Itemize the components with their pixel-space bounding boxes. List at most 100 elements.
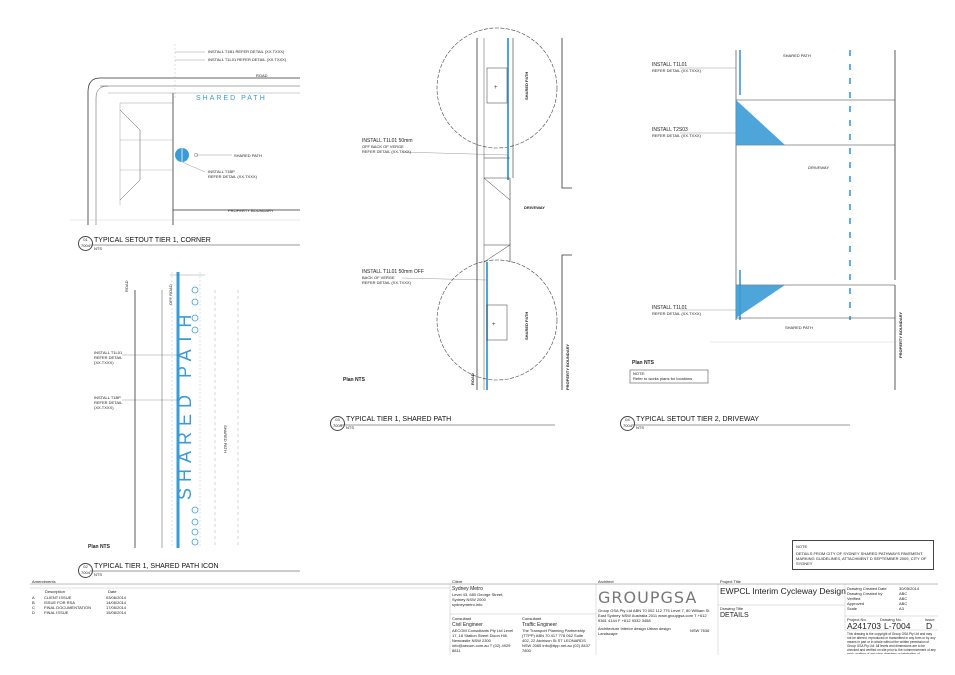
d1-shared-path-text: SHARED PATH <box>196 95 267 102</box>
meta-key: Drawing Created Date <box>847 586 887 591</box>
meta-row: Verified ABC <box>847 596 937 601</box>
meta-value: A3 <box>899 606 904 611</box>
architect-small: Architecture Interior design Urban desig… <box>598 626 671 636</box>
table-row: D FINAL ISSUE 15/08/2014 <box>32 610 152 615</box>
d3-driveway: DRIVEWAY <box>524 205 545 210</box>
d4-detail-bubble: 04 7004 <box>620 416 635 431</box>
meta-key: Verified <box>847 596 861 601</box>
project-title-heading: Project Title <box>720 579 741 584</box>
meta-value: ABC <box>899 596 908 601</box>
d1-detail-bubble: 01 7004 <box>78 236 93 251</box>
meta-row: Scale A3 <box>847 606 937 611</box>
meta-value: 30/05/2014 <box>899 586 920 591</box>
amend-rev: D <box>32 610 35 615</box>
d4-install-a: INSTALL T1L01 <box>652 62 688 68</box>
d1-label-property: PROPERTY BOUNDARY <box>228 208 274 213</box>
d2-scale: NTS <box>94 572 102 577</box>
d4-refer-c: REFER DETAIL (XX.TXXX) <box>652 311 701 316</box>
architect-text: Group GSA Pty Ltd ABN 70 002 112 775 Lev… <box>598 608 710 623</box>
svg-text:+: + <box>492 322 496 328</box>
d3-detail-bubble: 03 7004 <box>330 416 345 431</box>
d2-sheet: 7004 <box>81 570 90 575</box>
d4-refer-b: REFER DETAIL (XX.TXXX) <box>652 133 701 138</box>
d3-install-bot: INSTALL T1L01 50mm OFF <box>362 269 424 275</box>
note-heading: NOTE <box>796 544 808 549</box>
d4-shared-path-bot: SHARED PATH <box>785 325 813 330</box>
nominated-architect: NSW 7636 <box>690 628 710 633</box>
meta-key: Drawing Created by <box>847 591 883 596</box>
d4-sheet: 7004 <box>623 423 632 428</box>
client-heading: Client <box>452 579 463 584</box>
d4-title: TYPICAL SETOUT TIER 2, DRIVEWAY <box>636 416 760 423</box>
d1-label-road: ROAD <box>256 73 268 78</box>
d4-scale: NTS <box>636 425 644 430</box>
d1-num: 01 <box>83 237 88 242</box>
d3-scale: NTS <box>346 425 354 430</box>
d2-plan: Plan NTS <box>88 544 110 550</box>
project-no-label: Project No. <box>847 617 867 622</box>
architect-heading: Architect <box>598 579 614 584</box>
note-text: DETAILS FROM CITY OF SYDNEY SHARED PATHW… <box>796 551 927 566</box>
client-name: Sydney Metro <box>452 586 483 592</box>
meta-row: Drawing Created by ABC <box>847 591 937 596</box>
traffic-text: The Transport Planning Partnership (TTPP… <box>522 628 591 653</box>
meta-value: ABC <box>899 591 908 596</box>
amend-desc: FINAL DOCUMENTATION <box>44 605 92 610</box>
d1-label-refer: REFER DETAIL (XX.TXXX) <box>208 174 257 179</box>
d4-driveway: DRIVEWAY <box>808 165 829 170</box>
amend-desc: ISSUE FOR RSA <box>44 600 75 605</box>
amend-rev: B <box>32 600 35 605</box>
d3-install-top2: OFF BACK OF VERGE <box>362 144 404 149</box>
consultant-heading-2: Consultant <box>522 616 542 621</box>
d3-install-top: INSTALL T1L01 50mm <box>362 138 413 144</box>
amend-desc: CLIENT ISSUE <box>44 595 72 600</box>
d1-label-shared-path: SHARED PATH <box>234 153 262 158</box>
meta-value: ABC <box>899 601 908 606</box>
d2-refer-b: REFER DETAIL (XX.TXXX) <box>94 400 123 410</box>
d1-label-install-b: INSTALL T1L01 REFER DETAIL (XX.TXXX) <box>208 57 287 62</box>
consultant-heading-1: Consultant <box>452 616 472 621</box>
drawing-title: DETAILS <box>720 612 749 619</box>
d4-plan: Plan NTS <box>632 360 654 366</box>
amend-date: 14/06/2014 <box>106 600 127 605</box>
civil-label: Civil Engineer <box>452 622 483 628</box>
amend-rev: C <box>32 605 35 610</box>
d2-install-b: INSTALL T1BP <box>94 395 121 400</box>
meta-key: Scale <box>847 606 858 611</box>
d4-num: 04 <box>625 417 630 422</box>
project-title: EWPCL Interim Cycleway Design <box>720 586 846 596</box>
d4-install-b: INSTALL T2S03 <box>652 127 688 133</box>
d1-label-install-bp: INSTALL T1BP <box>208 169 235 174</box>
issue-label: Issue <box>925 617 935 622</box>
d4-install-c: INSTALL T1L01 <box>652 305 688 311</box>
drawing-no: L-7004 <box>884 621 911 631</box>
d3-num: 03 <box>335 417 340 422</box>
meta-list: Drawing Created Date 30/05/2014 Drawing C… <box>847 586 937 611</box>
general-note-box: NOTE DETAILS FROM CITY OF SYDNEY SHARED … <box>792 540 934 570</box>
d1-sheet: 7004 <box>81 243 90 248</box>
d2-detail-bubble: 02 7004 <box>78 563 93 578</box>
project-no: A241703 <box>847 621 882 631</box>
amend-date: 15/08/2014 <box>106 610 127 615</box>
d2-num: 02 <box>83 564 88 569</box>
table-row: B ISSUE FOR RSA 14/06/2014 <box>32 600 152 605</box>
d4-shared-path-top: SHARED PATH <box>783 53 811 58</box>
d3-title: TYPICAL TIER 1, SHARED PATH <box>346 416 452 423</box>
d3-install-top3: REFER DETAIL (XX.TXXX) <box>362 149 411 154</box>
client-address: Level 43, 680 George Street, Sydney NSW … <box>452 592 504 607</box>
drawing-no-label: Drawing No. <box>880 617 903 622</box>
d1-label-install-a: INSTALL T1B1 REFER DETAIL (XX.TXXX) <box>208 49 285 54</box>
d3-install-bot2: BACK OF VERGE <box>362 275 395 280</box>
group-gsa-logo: GROUPGSA <box>598 588 698 607</box>
issue: D <box>926 621 933 631</box>
amend-desc: FINAL ISSUE <box>44 610 69 615</box>
d3-plan: Plan NTS <box>343 377 365 383</box>
d1-scale: NTS <box>94 246 102 251</box>
traffic-label: Traffic Engineer <box>522 622 558 628</box>
